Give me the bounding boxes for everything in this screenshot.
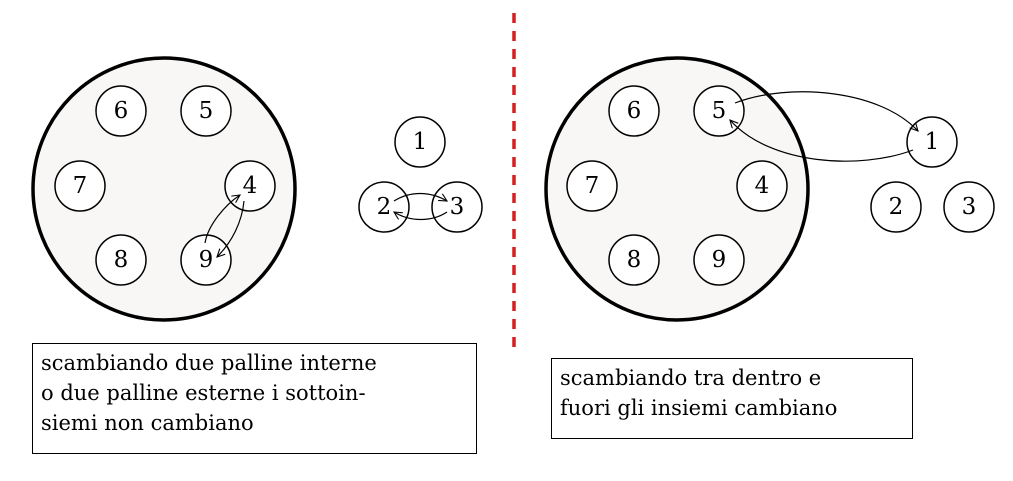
left-ball-6: 6	[95, 85, 147, 137]
swap-arrow-3-to-2	[394, 212, 448, 221]
right-ball-1-label: 1	[925, 129, 940, 155]
swap-arrow-1-to-5	[730, 120, 914, 162]
left-ball-1-label: 1	[413, 129, 428, 155]
left-ball-4-label: 4	[243, 173, 258, 199]
right-caption-line-2: fuori gli insiemi cambiano	[560, 396, 838, 420]
right-ball-6: 6	[608, 85, 660, 137]
right-panel: 6 5 7 4 8 9 1 2	[544, 56, 995, 322]
left-ball-2-label: 2	[377, 194, 392, 220]
left-panel: 6 5 7 4 8 9 1 2	[31, 56, 483, 322]
left-ball-4: 4	[224, 160, 276, 212]
right-ball-4-label: 4	[755, 173, 770, 199]
right-ball-2-label: 2	[889, 194, 904, 220]
right-ball-8-label: 8	[627, 247, 642, 273]
right-ball-4: 4	[736, 160, 788, 212]
right-ball-7: 7	[566, 160, 618, 212]
swap-arrow-2-to-3	[393, 192, 447, 202]
swap-arrow-4-to-9	[217, 200, 245, 257]
right-ball-3-label: 3	[962, 194, 977, 220]
right-ball-1: 1	[906, 116, 958, 168]
swap-arrow-9-to-4	[204, 195, 240, 244]
left-caption-line-1: scambiando due palline interne	[41, 351, 377, 375]
right-ball-5-label: 5	[712, 98, 727, 124]
right-ball-7-label: 7	[585, 173, 600, 199]
left-caption-line-3: siemi non cambiano	[41, 411, 254, 435]
right-caption-box: scambiando tra dentro e fuori gli insiem…	[551, 358, 913, 439]
left-ball-5-label: 5	[199, 98, 214, 124]
left-ball-9-label: 9	[199, 247, 214, 273]
left-ball-3-label: 3	[450, 194, 465, 220]
left-ball-7-label: 7	[73, 173, 88, 199]
right-ball-9-label: 9	[712, 247, 727, 273]
left-ball-1: 1	[394, 116, 446, 168]
left-ball-9: 9	[180, 234, 232, 286]
left-caption-box: scambiando due palline interne o due pal…	[32, 343, 477, 454]
right-ball-8: 8	[608, 234, 660, 286]
left-ball-5: 5	[180, 85, 232, 137]
left-ball-7: 7	[54, 160, 106, 212]
left-ball-8: 8	[95, 234, 147, 286]
left-ball-3: 3	[431, 181, 483, 233]
right-ball-2: 2	[870, 181, 922, 233]
right-ball-6-label: 6	[627, 98, 642, 124]
left-ball-6-label: 6	[114, 98, 129, 124]
swap-arrow-5-to-1	[734, 91, 918, 131]
right-ball-9: 9	[693, 234, 745, 286]
right-ball-3: 3	[943, 181, 995, 233]
left-caption-line-2: o due palline esterne i sottoin-	[41, 381, 366, 405]
left-ball-2: 2	[358, 181, 410, 233]
left-ball-8-label: 8	[114, 247, 129, 273]
right-ball-5: 5	[693, 85, 745, 137]
right-caption-line-1: scambiando tra dentro e	[560, 366, 822, 390]
